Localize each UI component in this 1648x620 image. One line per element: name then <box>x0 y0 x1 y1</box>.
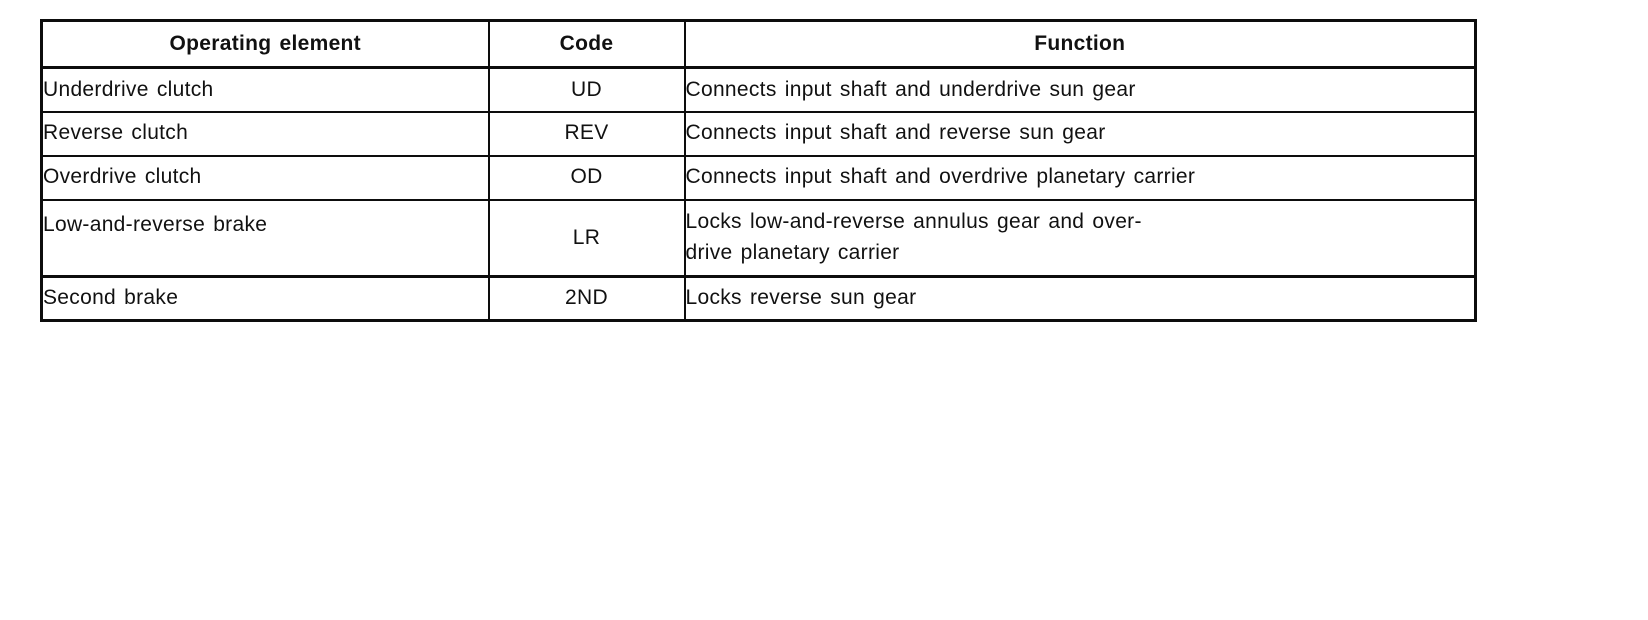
cell-operating-element: Reverse clutch <box>40 110 490 157</box>
cell-operating-element: Low-and-reverse brake <box>40 198 490 278</box>
cell-operating-element: Second brake <box>40 275 490 322</box>
table-row: Low-and-reverse brake LR Locks low-and-r… <box>40 198 1477 278</box>
cell-function: Locks low-and-reverse annulus gear and o… <box>683 198 1477 278</box>
table-row: Underdrive clutch UD Connects input shaf… <box>40 66 1477 113</box>
cell-function: Connects input shaft and reverse sun gea… <box>683 110 1477 157</box>
table-header-row: Operating element Code Function <box>40 19 1477 69</box>
cell-operating-element: Underdrive clutch <box>40 66 490 113</box>
cell-code: 2ND <box>487 275 686 322</box>
cell-function: Locks reverse sun gear <box>683 275 1477 322</box>
column-header-operating-element: Operating element <box>40 19 490 69</box>
cell-code: OD <box>487 154 686 201</box>
cell-function: Connects input shaft and underdrive sun … <box>683 66 1477 113</box>
cell-code: LR <box>487 198 686 278</box>
cell-code: UD <box>487 66 686 113</box>
column-header-code: Code <box>487 19 686 69</box>
table-row: Reverse clutch REV Connects input shaft … <box>40 110 1477 157</box>
column-header-function: Function <box>683 19 1477 69</box>
cell-function: Connects input shaft and overdrive plane… <box>683 154 1477 201</box>
operating-elements-table: Operating element Code Function Underdri… <box>40 19 1477 322</box>
cell-code: REV <box>487 110 686 157</box>
cell-operating-element: Overdrive clutch <box>40 154 490 201</box>
table-row: Second brake 2ND Locks reverse sun gear <box>40 275 1477 322</box>
table-row: Overdrive clutch OD Connects input shaft… <box>40 154 1477 201</box>
